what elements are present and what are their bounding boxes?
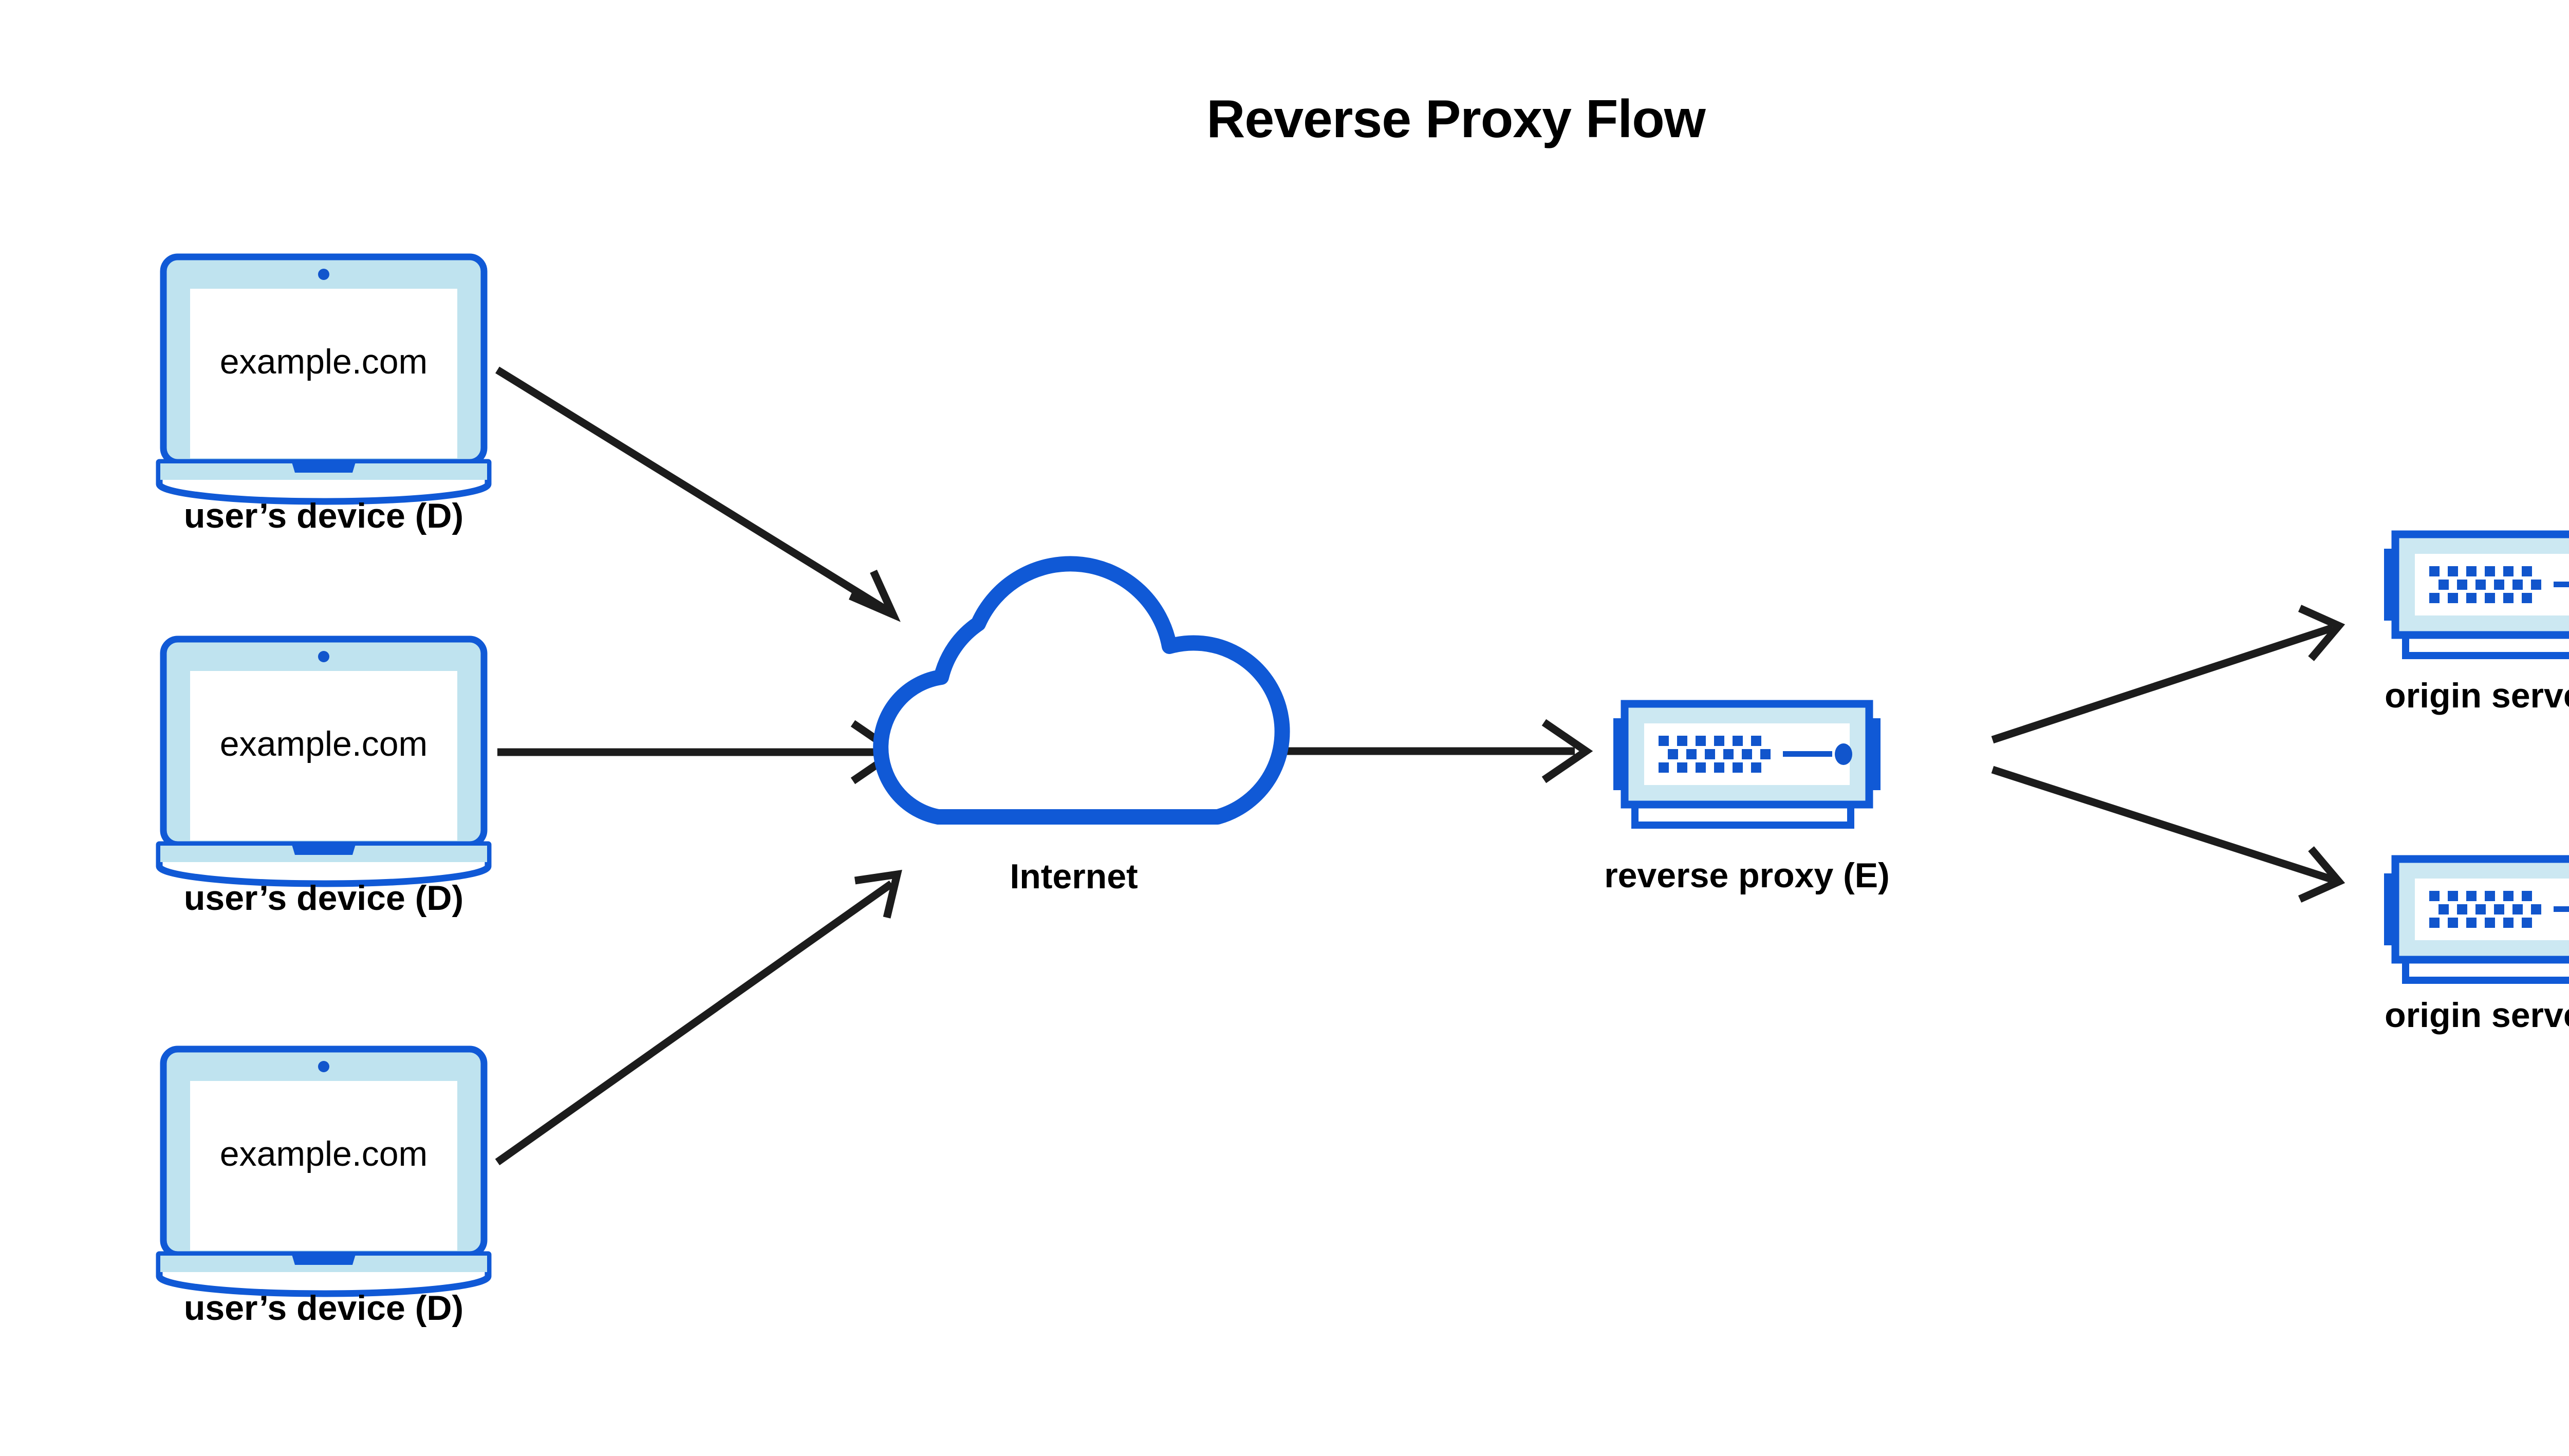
origin-2-label: origin server (F) bbox=[2385, 996, 2569, 1035]
cloud-icon bbox=[873, 556, 1290, 825]
device-1-label: user’s device (D) bbox=[183, 496, 464, 535]
page-title: Reverse Proxy Flow bbox=[1206, 89, 1705, 149]
reverse-proxy-label: reverse proxy (E) bbox=[1604, 856, 1890, 895]
flow-device2-internet-arrow bbox=[497, 720, 902, 785]
server-icon-origin-2 bbox=[2384, 859, 2569, 980]
device-2-screen-text: example.com bbox=[219, 724, 428, 763]
internet-label: Internet bbox=[1010, 857, 1138, 896]
device-2-label: user’s device (D) bbox=[183, 879, 464, 918]
flow-device3-internet-arrow bbox=[495, 869, 902, 1166]
device-3-label: user’s device (D) bbox=[183, 1289, 464, 1328]
flow-device1-internet-arrow bbox=[495, 366, 901, 622]
server-icon-reverse-proxy bbox=[1613, 704, 1881, 825]
origin-1-label: origin server (F) bbox=[2385, 676, 2569, 715]
device-3-screen-text: example.com bbox=[219, 1134, 428, 1173]
flow-proxy-origin2-arrow bbox=[1991, 766, 2345, 903]
device-1-screen-text: example.com bbox=[219, 342, 428, 381]
server-icon-origin-1 bbox=[2384, 534, 2569, 656]
flow-internet-proxy-arrow bbox=[1233, 719, 1593, 783]
flow-proxy-origin1-arrow bbox=[1991, 605, 2345, 744]
